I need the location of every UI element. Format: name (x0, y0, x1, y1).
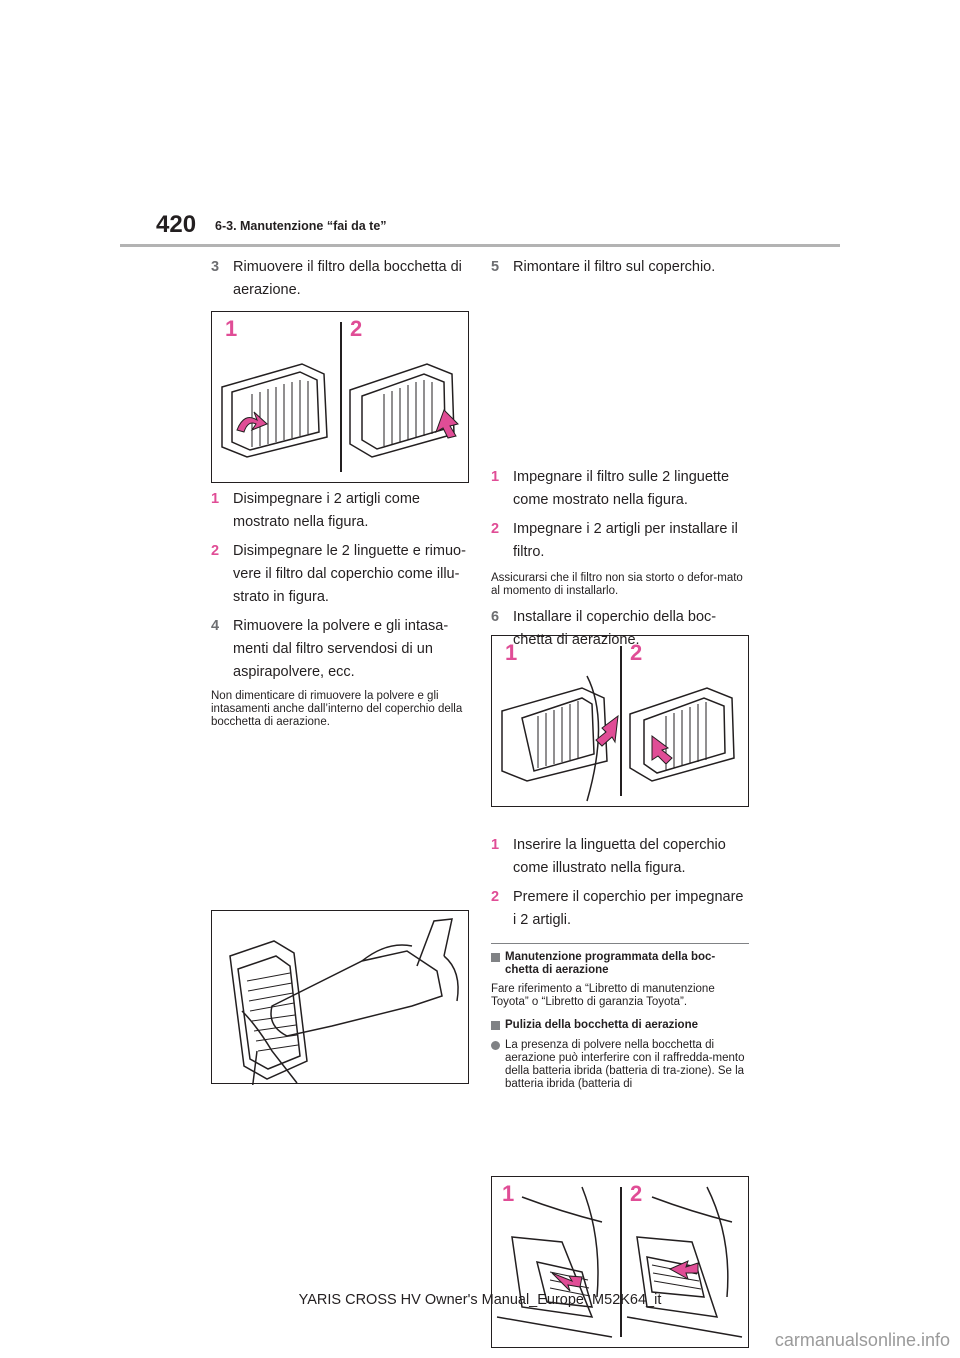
right-column-install-steps: 1 Inserire la linguetta del coperchio co… (491, 834, 749, 932)
step-number: 4 (211, 618, 220, 634)
substep-text: Disimpegnare le 2 linguette e rimuo-vere… (233, 543, 466, 605)
step-text: Installare il coperchio della boc-chetta… (513, 609, 717, 648)
info-rule (491, 943, 749, 944)
step-number: 5 (491, 259, 500, 275)
square-bullet-icon (491, 953, 500, 962)
figure-filter-refit: 1 2 (491, 635, 749, 807)
figure-label-1: 1 (502, 1181, 515, 1206)
substep-text: Impegnare i 2 artigli per installare il … (513, 521, 738, 560)
substep-1: 1 Disimpegnare i 2 artigli come mostrato… (211, 488, 469, 534)
substep-2: 2 Impegnare i 2 artigli per installare i… (491, 518, 749, 564)
step-text: Rimuovere il filtro della bocchetta di a… (233, 259, 462, 298)
filter-refit-illustration (501, 675, 735, 802)
watermark: carmanualsonline.info (774, 1330, 950, 1350)
substep-number: 2 (491, 521, 500, 537)
figure-filter-removal: 1 2 (211, 311, 469, 483)
info-heading-cleaning: Pulizia della bocchetta di aerazione (491, 1019, 749, 1032)
figure-divider (340, 322, 342, 472)
note: Assicurarsi che il filtro non sia storto… (491, 572, 743, 597)
right-column: 5 Rimontare il filtro sul coperchio. (491, 256, 749, 279)
figure-vacuum (211, 910, 469, 1085)
substep-4: 2 Premere il coperchio per impegnare i 2… (491, 886, 749, 932)
figure-cover-install: 1 2 (491, 1176, 749, 1348)
step-4: 4 Rimuovere la polvere e gli intasa-ment… (211, 615, 469, 684)
square-bullet-icon (491, 1021, 500, 1030)
info-section: Manutenzione programmata della boc-chett… (491, 951, 749, 1091)
right-column-substeps: 1 Impegnare il filtro sulle 2 linguette … (491, 466, 749, 652)
step-6: 6 Installare il coperchio della boc-chet… (491, 606, 749, 652)
substep-text: Inserire la linguetta del coperchio come… (513, 837, 726, 876)
substep-1: 1 Impegnare il filtro sulle 2 linguette … (491, 466, 749, 512)
figure-label-1: 1 (505, 640, 518, 665)
substep-2: 2 Disimpegnare le 2 linguette e rimuo-ve… (211, 540, 469, 609)
step-5: 5 Rimontare il filtro sul coperchio. (491, 256, 749, 279)
substep-text: Impegnare il filtro sulle 2 linguette co… (513, 469, 730, 508)
figure-divider (620, 646, 622, 796)
header-rule (120, 244, 840, 247)
step-3: 3 Rimuovere il filtro della bocchetta di… (211, 256, 469, 302)
filter-removal-illustration (221, 363, 459, 458)
section-title: 6-3. Manutenzione “fai da te” (215, 219, 387, 233)
cover-install-illustration (496, 1186, 743, 1338)
info-heading-maintenance: Manutenzione programmata della boc-chett… (491, 951, 749, 977)
round-bullet-icon (491, 1041, 500, 1050)
substep-number: 1 (491, 469, 500, 485)
figure-label-2: 2 (630, 640, 643, 665)
substep-number: 1 (491, 837, 500, 853)
left-column-substeps: 1 Disimpegnare i 2 artigli come mostrato… (211, 488, 469, 729)
substep-number: 1 (211, 491, 220, 507)
note: Non dimenticare di rimuovere la polvere … (211, 690, 463, 728)
substep-3: 1 Inserire la linguetta del coperchio co… (491, 834, 749, 880)
substep-text: Premere il coperchio per impegnare i 2 a… (513, 889, 744, 928)
figure-divider (620, 1187, 622, 1337)
substep-number: 2 (491, 889, 500, 905)
left-column: 3 Rimuovere il filtro della bocchetta di… (211, 256, 469, 302)
figure-label-1: 1 (225, 316, 238, 341)
step-number: 6 (491, 609, 500, 625)
figure-label-2: 2 (630, 1181, 643, 1206)
page-number: 420 (156, 211, 197, 238)
step-text: Rimuovere la polvere e gli intasa-menti … (233, 618, 449, 680)
info-text-maintenance: Fare riferimento a “Libretto di manutenz… (491, 983, 715, 1008)
step-number: 3 (211, 259, 220, 275)
footer-manual-id: YARIS CROSS HV Owner's Manual_Europe_M52… (298, 1292, 662, 1308)
substep-text: Disimpegnare i 2 artigli come mostrato n… (233, 491, 420, 530)
info-bullet-cleaning: La presenza di polvere nella bocchetta d… (491, 1039, 749, 1091)
vacuum-illustration (229, 918, 459, 1085)
substep-number: 2 (211, 543, 220, 559)
figure-label-2: 2 (350, 316, 363, 341)
step-text: Rimontare il filtro sul coperchio. (513, 259, 716, 275)
